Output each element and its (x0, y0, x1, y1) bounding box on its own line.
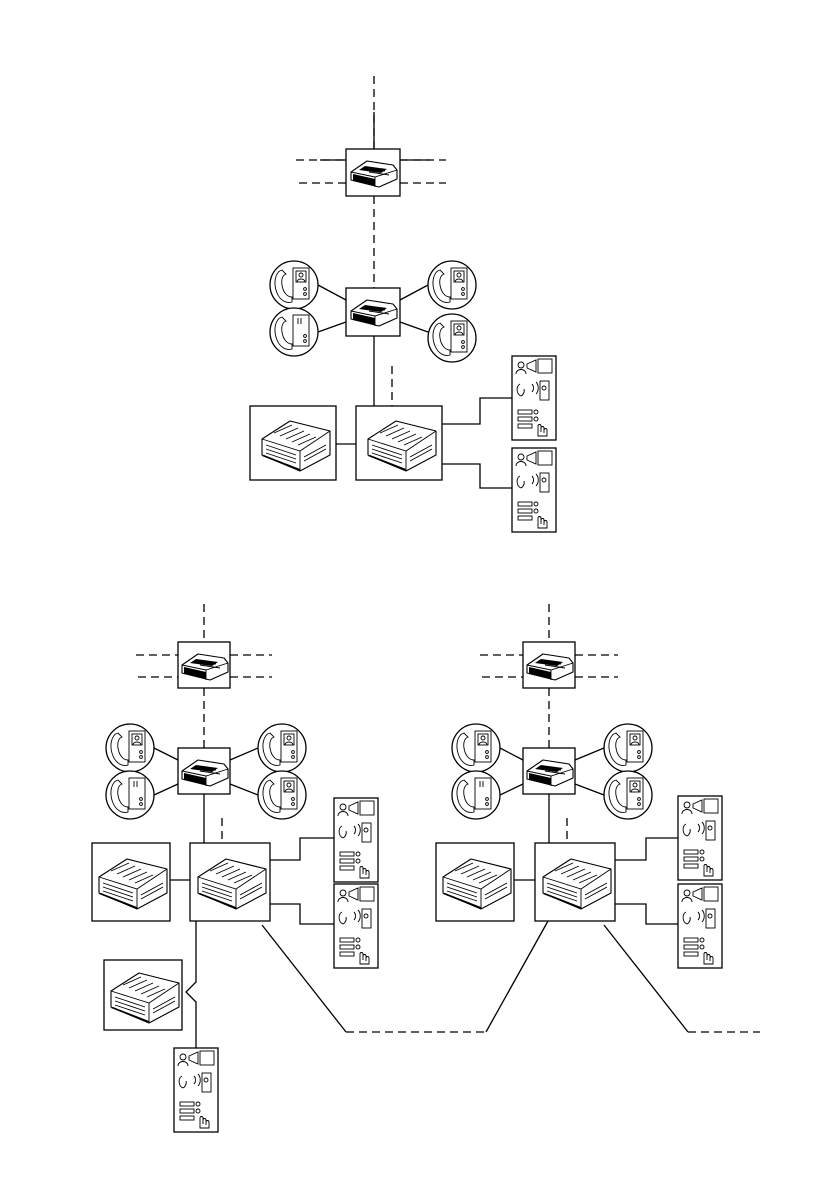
outdoor-station-icon (334, 884, 378, 968)
system-b (92, 604, 378, 1132)
handset-monitor-icon (604, 771, 652, 819)
handset-monitor-icon (106, 724, 154, 772)
handset-monitor-icon (428, 261, 476, 309)
outdoor-station-icon (512, 356, 556, 440)
handset-audio-icon (452, 771, 500, 819)
handset-monitor-icon (604, 724, 652, 772)
outdoor-station-icon (678, 884, 722, 968)
outdoor-station-icon (512, 448, 556, 532)
handset-monitor-icon (452, 724, 500, 772)
outdoor-station-icon (678, 796, 722, 880)
handset-monitor-icon (258, 724, 306, 772)
system-c (436, 604, 722, 968)
system-a (250, 76, 556, 532)
outdoor-station-icon (174, 1048, 218, 1132)
handset-audio-icon (106, 771, 154, 819)
handset-audio-icon (270, 308, 318, 356)
handset-monitor-icon (270, 261, 318, 309)
outdoor-station-icon (334, 798, 378, 882)
handset-monitor-icon (428, 314, 476, 362)
handset-monitor-icon (258, 771, 306, 819)
